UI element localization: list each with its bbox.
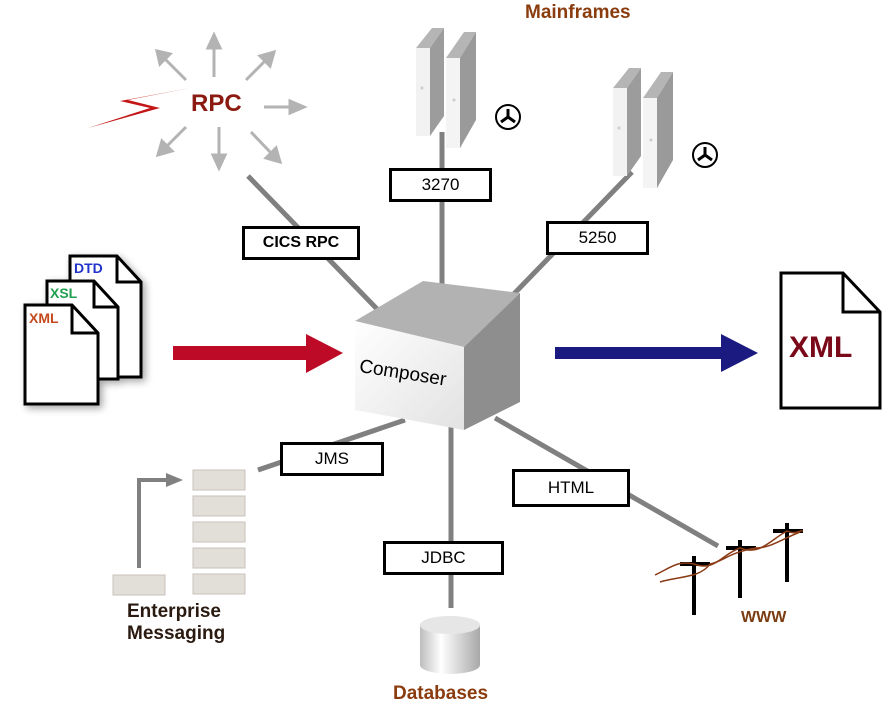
jms-label: JMS: [280, 442, 384, 476]
input-documents: [23, 254, 143, 406]
xml-document-icon: [23, 303, 100, 406]
messaging-caption: Messaging: [127, 623, 226, 644]
message-flow-arrow: [137, 473, 183, 568]
cics-rpc-label: CICS RPC: [242, 226, 360, 260]
clock-icon: [495, 104, 521, 130]
database-icon: [420, 616, 480, 674]
lightning-bolt-icon: [88, 88, 190, 128]
dtd-label: DTD: [74, 260, 103, 276]
rpc-burst: [88, 31, 308, 172]
5250-label: 5250: [546, 221, 649, 255]
3270-label: 3270: [389, 168, 492, 202]
html-label: HTML: [512, 469, 630, 507]
mainframes-caption: Mainframes: [525, 2, 631, 23]
message-queue-icon: [112, 469, 246, 596]
xsl-label: XSL: [50, 285, 78, 301]
output-arrow: [555, 334, 758, 372]
enterprise-caption: Enterprise: [127, 601, 221, 622]
mainframe-server-icon: [613, 68, 673, 188]
jdbc-label: JDBC: [383, 541, 504, 575]
input-arrow: [173, 334, 343, 373]
xml-input-label: XML: [29, 310, 59, 326]
mainframe-server-icon: [416, 28, 476, 148]
output-xml-document-icon: [779, 271, 882, 410]
composer-cube: [355, 281, 520, 430]
rpc-caption: RPC: [191, 90, 242, 117]
clock-icon: [692, 142, 718, 168]
output-xml-label: XML: [789, 331, 852, 364]
databases-caption: Databases: [393, 683, 489, 704]
rpc-radiating-arrows: [154, 31, 308, 172]
www-telephone-poles-icon: [654, 523, 804, 615]
www-caption: WWW: [741, 609, 787, 626]
